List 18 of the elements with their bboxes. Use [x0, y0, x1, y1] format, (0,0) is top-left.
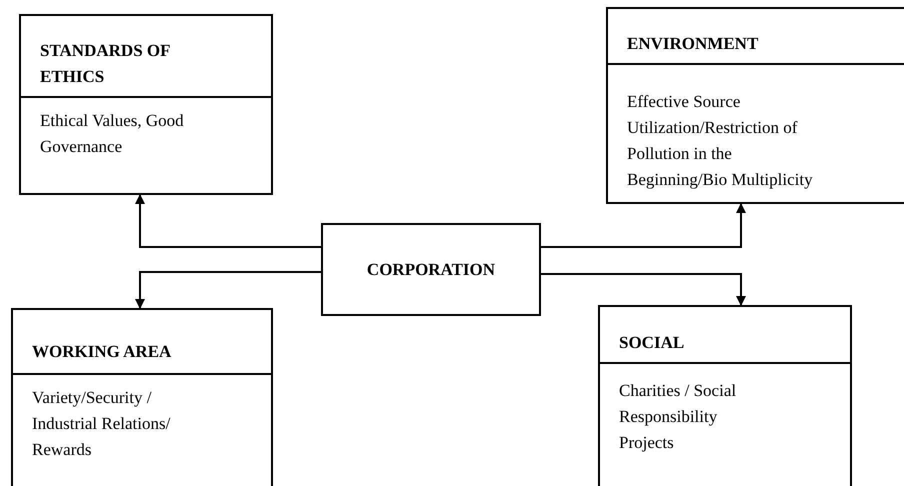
box-title: WORKING AREA [32, 341, 172, 363]
box-title: CORPORATION [366, 258, 496, 280]
arrow [135, 194, 321, 248]
box-title: SOCIAL [619, 332, 684, 354]
box-description: Effective Source Utilization/Restriction of Pollution in the Beginning/Bio Multiplicity [627, 91, 814, 191]
category-box [598, 305, 852, 486]
box-description: Ethical Values, Good Governance [40, 110, 185, 158]
process-box [321, 223, 541, 316]
category-box [19, 14, 273, 195]
arrow [541, 273, 746, 306]
category-box [606, 7, 904, 204]
box-description: Charities / Social Responsibility Projects [619, 380, 738, 454]
category-box [11, 308, 273, 486]
box-title: ENVIRONMENT [627, 33, 758, 55]
arrow [135, 271, 321, 309]
box-description: Variety/Security / Industrial Relations/ Rewards [32, 387, 172, 461]
box-title: STANDARDS OF ETHICS [40, 40, 171, 88]
arrow [541, 203, 746, 248]
